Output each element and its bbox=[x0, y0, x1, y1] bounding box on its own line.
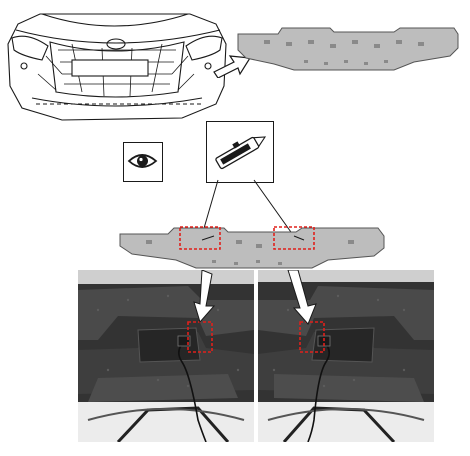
utility-knife-icon bbox=[215, 136, 267, 170]
car-front-overview bbox=[2, 4, 232, 130]
utility-knife-callout bbox=[206, 121, 274, 183]
photo-right bbox=[258, 270, 434, 442]
eye-icon bbox=[123, 142, 163, 182]
absorber-cut-locations bbox=[116, 224, 388, 270]
removal-arrow bbox=[212, 50, 252, 78]
absorber-removed bbox=[234, 26, 462, 74]
photo-left bbox=[78, 270, 254, 442]
